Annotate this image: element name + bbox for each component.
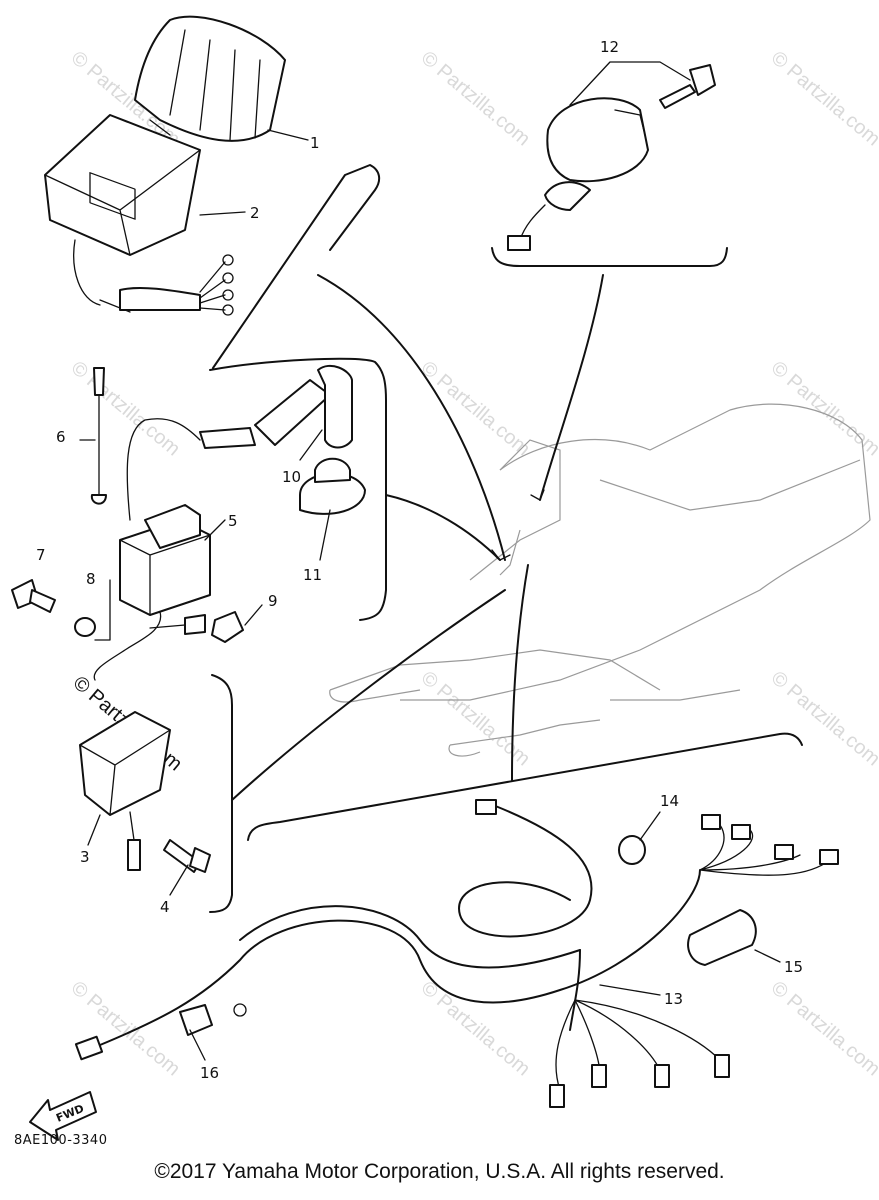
part-14-grommet	[618, 835, 646, 865]
bracket-harness	[247, 732, 803, 841]
part-15-cap	[687, 909, 757, 966]
callout-10: 10	[282, 468, 301, 486]
callout-8: 8	[86, 570, 96, 588]
watermark: © Partzilla.com	[67, 357, 184, 460]
callout-1: 1	[310, 134, 320, 152]
callout-5: 5	[228, 512, 238, 530]
leader-line	[317, 274, 506, 561]
part-1-cdi-cover	[134, 15, 286, 142]
callout-12: 12	[600, 38, 619, 56]
watermark: © Partzilla.com	[417, 357, 534, 460]
callout-4: 4	[160, 898, 170, 916]
part-10-plug-cap	[126, 364, 353, 521]
callout-16: 16	[200, 1064, 219, 1082]
watermark: © Partzilla.com	[417, 667, 534, 770]
leader-line	[511, 564, 529, 781]
watermark: © Partzilla.com	[417, 47, 534, 150]
part-11-grommet	[299, 457, 366, 515]
callout-2: 2	[250, 204, 260, 222]
callout-6: 6	[56, 428, 66, 446]
leader-line	[539, 274, 604, 501]
part-4-bolt	[163, 839, 211, 873]
part-5-ignition-coil	[93, 504, 211, 681]
watermark: © Partzilla.com	[67, 977, 184, 1080]
copyright-notice: ©2017 Yamaha Motor Corporation, U.S.A. A…	[154, 1160, 725, 1183]
bracket-lower	[209, 674, 233, 913]
fwd-arrow-icon: FWD	[29, 1091, 97, 1141]
part-6-plug-wrench	[90, 367, 107, 505]
leader-line	[231, 589, 506, 801]
callout-numbers: 1 2 3 4 5 6 7 8 9 10 11 12 13 14 15 16	[36, 38, 803, 1082]
part-3-regulator	[79, 711, 171, 871]
snowmobile-outline	[329, 403, 871, 757]
harness-terminal	[233, 1003, 247, 1017]
part-9-nut	[211, 611, 244, 643]
watermark: © Partzilla.com	[417, 977, 534, 1080]
callout-15: 15	[784, 958, 803, 976]
callout-7: 7	[36, 546, 46, 564]
callout-9: 9	[268, 592, 278, 610]
callout-11: 11	[303, 566, 322, 584]
watermark: © Partzilla.com	[767, 47, 879, 150]
diagram-code: 8AE100-3340	[14, 1133, 108, 1148]
leader-arrowhead	[530, 489, 545, 501]
callout-leaders	[79, 129, 781, 1061]
part-2-cdi-unit	[44, 114, 234, 316]
callout-13: 13	[664, 990, 683, 1008]
watermark: © Partzilla.com	[767, 977, 879, 1080]
part-12-main-switch	[507, 61, 716, 251]
bracket-key	[491, 247, 728, 267]
part-16-clamp	[179, 1004, 213, 1036]
callout-3: 3	[80, 848, 90, 866]
part-7-bolt	[11, 579, 56, 613]
callout-14: 14	[660, 792, 679, 810]
part-13-wire-harness	[74, 799, 839, 1108]
watermark: © Partzilla.com	[767, 667, 879, 770]
leader-arrowhead	[491, 549, 511, 561]
part-8-washer	[74, 617, 96, 637]
bracket-middle	[209, 357, 387, 621]
bracket-top	[212, 164, 381, 369]
leader-line	[385, 494, 501, 561]
